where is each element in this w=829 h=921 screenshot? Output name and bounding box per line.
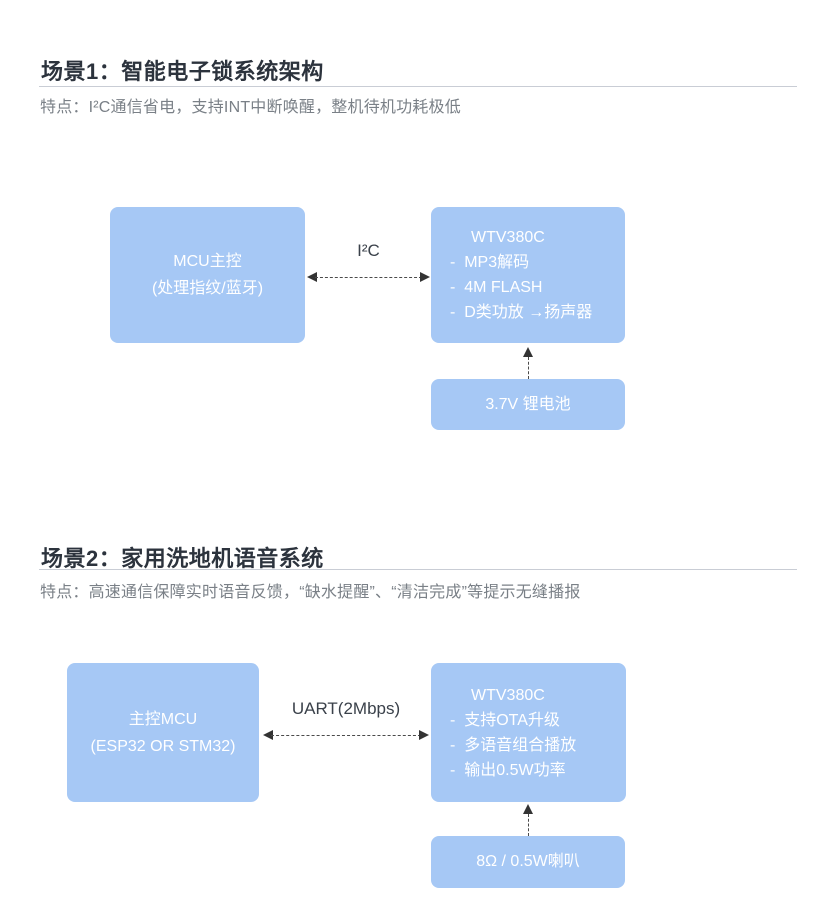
scene2-speaker-box: 8Ω / 0.5W喇叭 <box>431 836 625 888</box>
dashed-line <box>271 735 421 736</box>
scene2-bus: UART(2Mbps) <box>263 697 429 741</box>
scene1-battery-box: 3.7V 锂电池 <box>431 379 625 430</box>
arrow-up-head-icon <box>523 804 533 814</box>
scene1-chip-item: - MP3解码 <box>450 254 530 271</box>
scene1-chip-item: - 4M FLASH <box>450 279 543 296</box>
scene2-speaker-arrow-icon <box>522 804 534 836</box>
scene2-mcu-box: 主控MCU (ESP32 OR STM32) <box>67 663 259 802</box>
scene1-bus-label: I²C <box>357 241 380 260</box>
arrow-right-head-icon <box>420 272 430 282</box>
scene1-title: 场景1：智能电子锁系统架构 <box>41 59 324 85</box>
scene2-chip-item: - 支持OTA升级 <box>450 711 560 729</box>
scene2-bidirectional-arrow-icon <box>263 730 429 741</box>
scene2-mcu-line1: 主控MCU <box>128 710 198 728</box>
arrow-left-head-icon <box>307 272 317 282</box>
scene1-feature-text: 特点：I²C通信省电，支持INT中断唤醒，整机待机功耗极低 <box>40 99 461 116</box>
scene1-bus: I²C <box>307 239 430 283</box>
scene2-chip-title: WTV380C <box>471 686 545 704</box>
arrow-right-head-icon <box>419 730 429 740</box>
dashed-line <box>315 277 422 278</box>
scene2-feature-text: 特点：高速通信保障实时语音反馈，“缺水提醒”、“清洁完成”等提示无缝播报 <box>40 584 581 601</box>
scene2-chip-item: - 多语音组合播放 <box>450 736 577 754</box>
scene1-power-arrow-icon <box>522 347 534 379</box>
scene2-bus-label: UART(2Mbps) <box>291 699 401 718</box>
scene2-mcu-line2: (ESP32 OR STM32) <box>90 737 236 755</box>
arrow-left-head-icon <box>263 730 273 740</box>
scene1-mcu-box: MCU主控 (处理指纹/蓝牙) <box>110 207 305 343</box>
scene1-battery-label: 3.7V 锂电池 <box>485 395 571 413</box>
scene2-chip-box: WTV380C - 支持OTA升级 - 多语音组合播放 - 输出0.5W功率 <box>431 663 626 802</box>
dashed-line <box>527 814 529 836</box>
scene2-chip-item: - 输出0.5W功率 <box>450 761 566 779</box>
arrow-up-head-icon <box>523 347 533 357</box>
scene2-title: 场景2：家用洗地机语音系统 <box>41 546 324 572</box>
scene2-divider <box>39 569 797 570</box>
scene2-speaker-label: 8Ω / 0.5W喇叭 <box>476 853 580 870</box>
scene1-mcu-line2: (处理指纹/蓝牙) <box>151 280 264 297</box>
dashed-line <box>527 357 529 379</box>
scene1-divider <box>39 86 797 87</box>
scene1-chip-box: WTV380C - MP3解码 - 4M FLASH - D类功放 →扬声器 <box>431 207 625 343</box>
scene1-bidirectional-arrow-icon <box>307 272 430 283</box>
scene1-mcu-line1: MCU主控 <box>173 253 242 270</box>
scene1-chip-item: - D类功放 →扬声器 <box>450 304 593 321</box>
scene1-chip-title: WTV380C <box>471 229 545 246</box>
